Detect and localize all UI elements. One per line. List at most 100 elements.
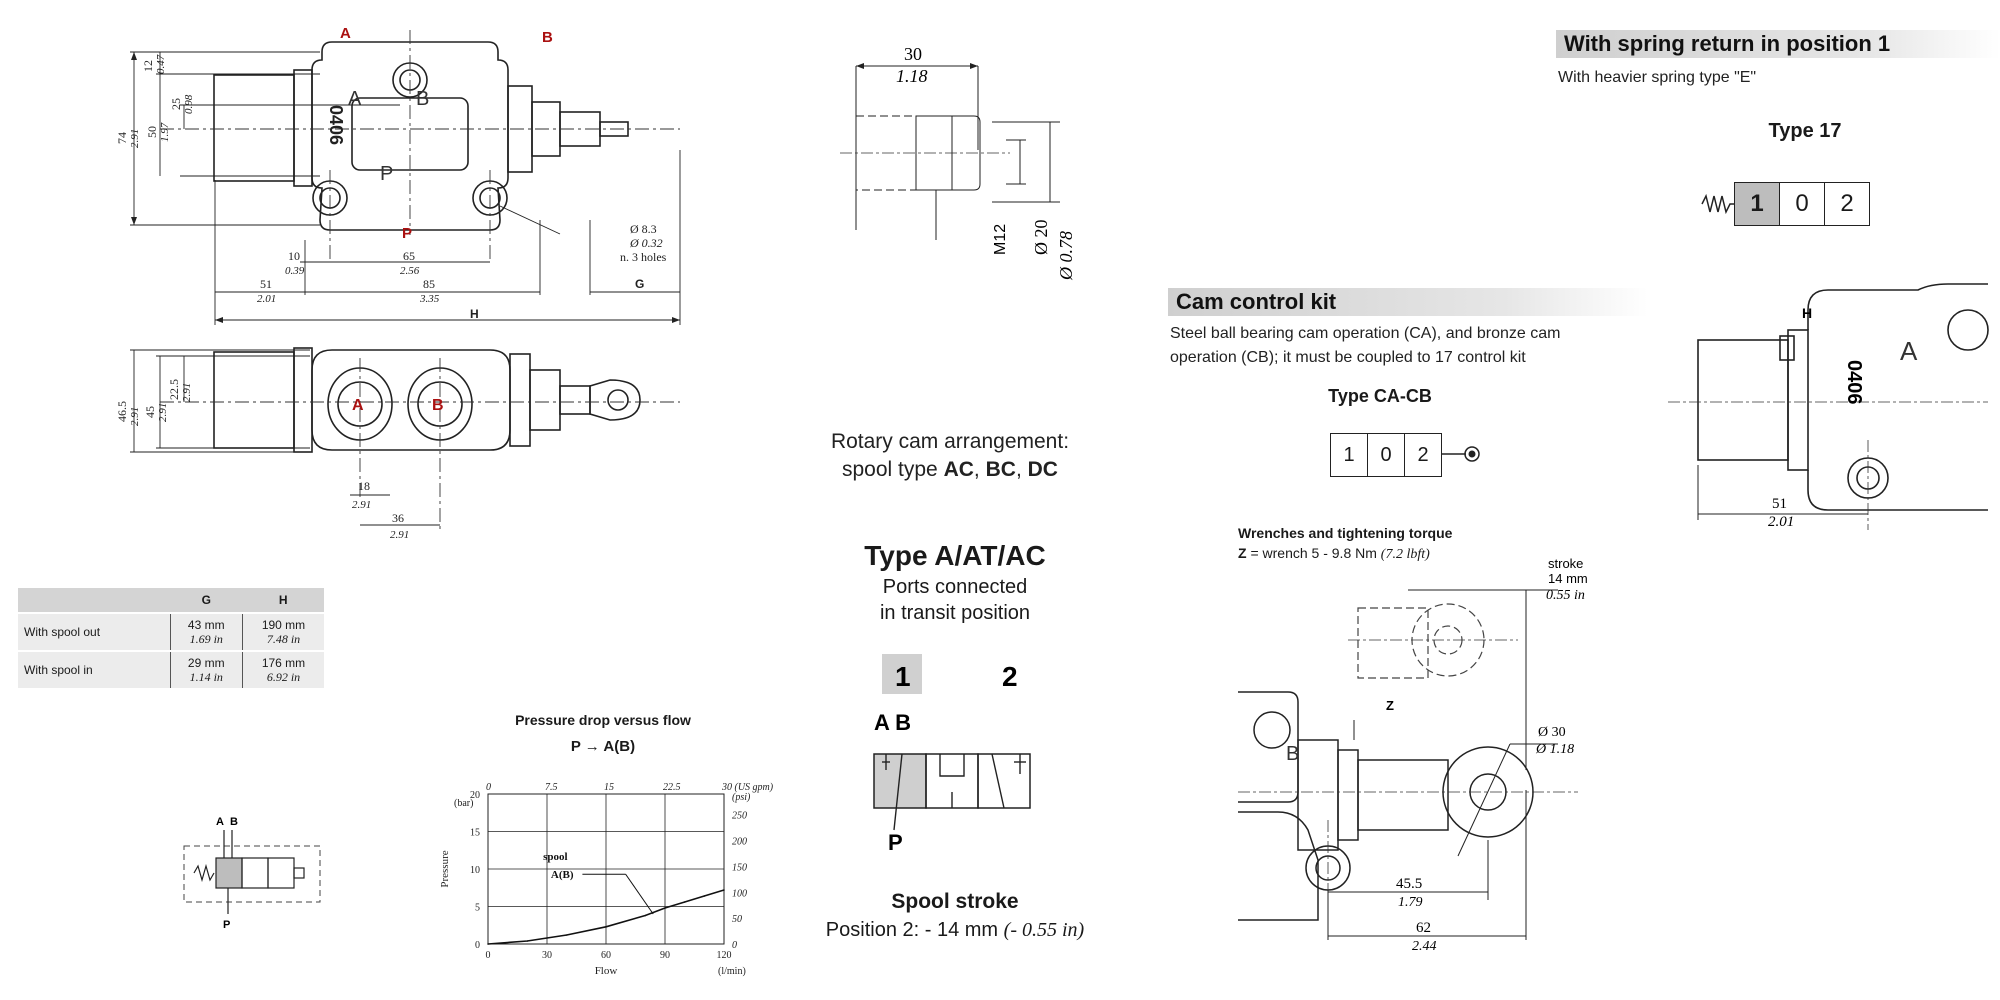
cam-dia-mm: Ø 30 (1538, 725, 1566, 740)
dim-side-36-in: 2.91 (390, 529, 409, 541)
cam-dim-45: 45.5 (1396, 876, 1422, 892)
type-a-spool-symbol: 1 2 A B P (873, 654, 1031, 855)
holes-dia-mm: Ø 8.3 (630, 222, 657, 236)
rotary-sep: , (1015, 458, 1022, 481)
top-tick-label: 30 (US gpm) (721, 782, 774, 793)
symbol-p-label: P (223, 919, 230, 931)
chart-subtitle: P → A(B) (570, 738, 636, 755)
dim-v-50: 50 (145, 126, 159, 138)
spring-position-box: 1 0 2 (1734, 182, 1870, 226)
right-tick-label: 100 (732, 888, 747, 899)
stroke-in: 0.55 in (1546, 588, 1585, 603)
dim-v-12: 12 (141, 60, 155, 72)
cam-pos-1: 1 (1343, 443, 1355, 466)
data-point (703, 895, 706, 897)
cam-dia-in: Ø 1.18 (1535, 742, 1574, 757)
rotary-prefix: spool type (842, 458, 938, 481)
dim-g-label: G (635, 277, 644, 291)
x-tick-label: 30 (542, 950, 552, 961)
data-point (605, 925, 607, 928)
type-a-line2: in transit position (879, 602, 1031, 624)
cam-dim-62-in: 2.44 (1412, 939, 1437, 954)
dim-h-label: H (470, 307, 479, 321)
spring-pos-0: 0 (1779, 183, 1824, 225)
cam-z-label: Z (1386, 698, 1394, 713)
data-point (526, 940, 529, 942)
rotary-cam-note: Rotary cam arrangement: spool type AC, B… (780, 428, 1120, 484)
x-axis-label: Flow (595, 965, 618, 977)
right-tick-label: 150 (732, 862, 747, 873)
dim-h-85-in: 3.35 (419, 293, 440, 305)
dim-side-22-in: 2.91 (181, 383, 193, 402)
dim-v-25: 25 (169, 98, 183, 110)
dim-h-10: 10 (288, 249, 300, 263)
cam-kit-desc: Steel ball bearing cam operation (CA), a… (1170, 322, 1640, 370)
body-marking: 0406 (326, 105, 346, 145)
spool-dia-mm: Ø 20 (1031, 220, 1051, 256)
cam-kit-desc-line2: operation (CB); it must be coupled to 17… (1170, 349, 1526, 366)
table-header-g: G (170, 588, 243, 613)
dim-h-85: 85 (423, 277, 435, 291)
x-unit-label: (l/min) (718, 966, 746, 977)
right-h-label: H (1802, 305, 1812, 321)
right-dim-in: 2.01 (1768, 514, 1794, 530)
rotary-type-dc: DC (1027, 458, 1058, 481)
side-port-a: A (352, 397, 364, 414)
symbol-a-label: A (216, 816, 224, 828)
wrench-text-row: Z = wrench 5 - 9.8 Nm (7.2 lbft) (1238, 543, 1638, 565)
right-tick-label: 50 (732, 914, 742, 925)
label-leader-line (625, 873, 654, 915)
spool-stroke-mm: Position 2: - 14 mm (825, 919, 999, 941)
data-point (664, 907, 666, 909)
port-p-label: P (402, 225, 412, 242)
wrench-z: Z (1238, 545, 1247, 561)
row-label: With spool out (18, 612, 170, 651)
right-tick-label: 0 (732, 940, 737, 951)
dim-v-25-in: 0.98 (183, 94, 195, 114)
spool-stroke-text: Position 2: - 14 mm (- 0.55 in) (790, 916, 1120, 944)
cam-pos-2: 2 (1404, 434, 1441, 476)
cell-g-mm: 29 mm (187, 656, 225, 670)
y-tick-label: 20 (470, 790, 480, 801)
hydraulic-symbol-small: A B P (183, 816, 321, 931)
spool-stroke-block: Spool stroke Position 2: - 14 mm (- 0.55… (790, 888, 1120, 944)
wrench-block: Wrenches and tightening torque Z = wrenc… (1238, 523, 1638, 565)
type-a-title: Type A/AT/AC (864, 540, 1046, 571)
dim-v-50-in: 1.97 (159, 122, 171, 142)
cam-assembly-drawing: B Z stroke 14 mm 0.55 in Ø 30 Ø 1.18 45.… (1238, 556, 1588, 954)
spool-end-detail: 30 1.18 Ø 20 Ø 0.78 M12 (840, 44, 1076, 281)
valve-top-view-drawing: A B P 0406 A B P 12 0.47 25 0.98 50 1.97… (115, 25, 681, 325)
table-header-row: G H (18, 588, 324, 613)
port-b-label: B (542, 29, 553, 46)
type-a-block: Type A/AT/AC Ports connected in transit … (800, 538, 1110, 626)
rotary-line1: Rotary cam arrangement: (830, 430, 1070, 453)
dim-v-74: 74 (115, 132, 129, 144)
data-point (565, 934, 568, 936)
spring-return-header: With spring return in position 1 (1556, 30, 2000, 58)
spool-p-label: P (888, 830, 903, 855)
cell-g-in: 1.69 in (189, 632, 223, 646)
top-tick-label: 0 (486, 782, 491, 793)
data-point (644, 914, 647, 917)
spool-thread: M12 (992, 224, 1009, 255)
spring-return-sub: With heavier spring type "E" (1558, 69, 1757, 86)
spool-width-in: 1.18 (896, 66, 928, 86)
y-unit-label: (bar) (454, 798, 473, 809)
chart-title: Pressure drop versus flow (515, 712, 691, 728)
y-tick-label: 5 (475, 903, 480, 914)
cam-port-b: B (1286, 743, 1299, 765)
cell-h-mm: 190 mm (261, 618, 306, 632)
cam-dim-45-in: 1.79 (1398, 895, 1423, 910)
dim-side-36: 36 (392, 511, 404, 525)
port-a-label: A (340, 25, 351, 42)
y-tick-label: 10 (470, 865, 480, 876)
position-1-label: 1 (895, 661, 911, 692)
wrench-lbft: (7.2 lbft) (1380, 547, 1430, 562)
dim-side-45-in: 2.91 (157, 403, 169, 422)
symbol-b-label: B (230, 816, 238, 828)
